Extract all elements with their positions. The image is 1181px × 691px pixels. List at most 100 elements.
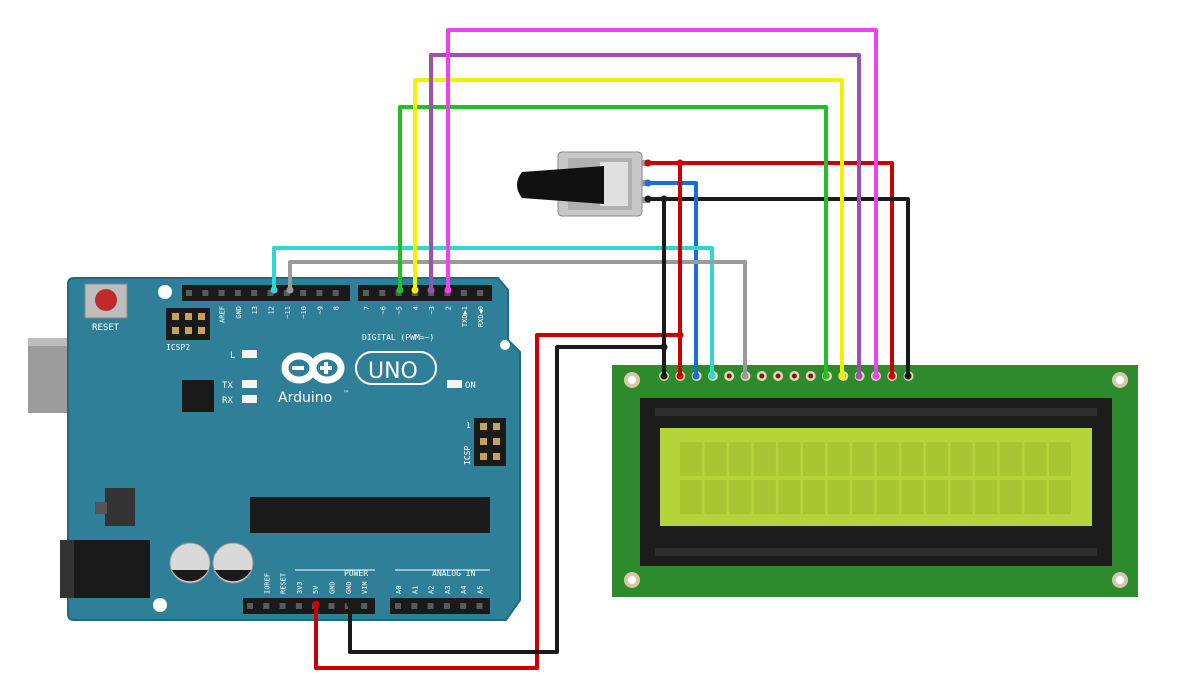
lcd-char-cell: [827, 442, 850, 476]
digital-header-right: [358, 285, 492, 301]
lcd-char-cell: [729, 480, 752, 514]
wire-end: [411, 286, 419, 294]
power-header: [243, 598, 375, 614]
wire-end: [904, 372, 912, 380]
header-pin[interactable]: [186, 290, 192, 296]
icsp-pin1-label: 1: [466, 421, 471, 430]
header-pin[interactable]: [295, 603, 302, 609]
wire-end: [822, 372, 830, 380]
atmega-chip: [250, 497, 490, 533]
header-pin[interactable]: [328, 603, 335, 609]
header-pin[interactable]: [361, 603, 368, 609]
lcd-char-cell: [852, 480, 875, 514]
header-pin[interactable]: [202, 290, 209, 296]
lcd-char-cell: [778, 442, 801, 476]
analog-pin-label: A5: [477, 586, 485, 594]
header-pin[interactable]: [363, 290, 369, 296]
analog-label: ANALOG IN: [432, 569, 476, 578]
power-pin-label: GND: [345, 581, 353, 594]
wire-end: [676, 159, 684, 167]
reset-label: RESET: [92, 323, 120, 333]
arduino-logo: UNO Arduino ™: [278, 351, 437, 406]
header-pin[interactable]: [411, 603, 418, 609]
wire-5v: [314, 333, 680, 670]
wire-end: [644, 195, 652, 203]
digital-pin-label: 8: [333, 306, 341, 310]
power-pin-label: GND: [329, 581, 337, 594]
power-pin-label: VIN: [361, 581, 369, 594]
header-pin[interactable]: [427, 603, 434, 609]
lcd-char-cell: [778, 480, 801, 514]
wire-end: [708, 372, 716, 380]
header-pin[interactable]: [263, 603, 270, 609]
wire-end: [270, 286, 278, 294]
trademark-label: ™: [343, 390, 349, 397]
icsp-label: ICSP: [463, 446, 472, 465]
wire-end: [838, 372, 846, 380]
digital-pin-label: ~11: [284, 306, 292, 319]
header-pin[interactable]: [332, 290, 339, 296]
header-pin[interactable]: [443, 603, 450, 609]
wire-pot-wiper: [648, 181, 698, 376]
header-pin[interactable]: [460, 603, 467, 609]
lcd-char-cell: [729, 442, 752, 476]
lcd-char-cell: [926, 442, 948, 476]
header-pin[interactable]: [460, 290, 467, 296]
mount-hole: [500, 340, 510, 350]
power-label: POWER: [344, 569, 368, 578]
header-pin[interactable]: [477, 290, 484, 296]
led-l-label: L: [230, 351, 235, 361]
lcd-char-cell: [999, 480, 1022, 514]
header-pin[interactable]: [379, 290, 386, 296]
wire-end: [660, 195, 668, 203]
digital-pin-label: AREF: [219, 306, 227, 323]
lcd-char-cell: [950, 480, 973, 514]
header-pin[interactable]: [476, 603, 483, 609]
wire-end: [396, 286, 404, 294]
brand-label: Arduino: [278, 390, 332, 406]
wire-end: [286, 286, 294, 294]
pot-knob[interactable]: [517, 166, 604, 204]
digital-pin-label: ~5: [396, 306, 404, 314]
lcd-char-cell: [975, 480, 998, 514]
digital-header-left: [182, 285, 350, 301]
digital-label: DIGITAL (PWM=~): [362, 333, 434, 342]
lcd-char-cell: [852, 442, 875, 476]
wire-end: [444, 286, 452, 294]
analog-pin-label: A0: [395, 586, 403, 594]
header-pin[interactable]: [267, 290, 274, 296]
lcd-char-cell: [680, 442, 702, 476]
power-pin-label: RESET: [280, 572, 288, 594]
lcd-char-cell: [803, 442, 825, 476]
header-pin[interactable]: [218, 290, 225, 296]
header-pin[interactable]: [316, 290, 323, 296]
header-pin[interactable]: [395, 603, 401, 609]
mount-hole: [158, 285, 172, 299]
board-pcb: [67, 277, 521, 621]
wire-pot-gnd: [648, 197, 910, 376]
lcd-char-cell: [876, 442, 899, 476]
reset-button[interactable]: [95, 289, 117, 311]
digital-pin-label: ~6: [379, 306, 387, 314]
wire-end: [855, 372, 863, 380]
header-pin[interactable]: [251, 290, 258, 296]
led-l: [242, 350, 257, 358]
lcd-char-cell: [704, 442, 727, 476]
analog-pin-label: A2: [428, 586, 436, 594]
icsp-header: [474, 418, 506, 466]
usb-chip: [182, 380, 214, 412]
header-pin[interactable]: [279, 603, 286, 609]
wire-pin11: [288, 260, 747, 376]
wires: [270, 28, 912, 670]
header-pin[interactable]: [234, 290, 241, 296]
wire-end: [644, 159, 652, 167]
header-pin[interactable]: [247, 603, 253, 609]
wire-pin2: [446, 28, 878, 376]
wire-end: [660, 372, 668, 380]
lcd-char-cell: [753, 480, 776, 514]
lcd-char-cell: [901, 480, 924, 514]
header-pin[interactable]: [300, 290, 307, 296]
wire-end: [888, 372, 896, 380]
header-pin[interactable]: [283, 290, 290, 296]
